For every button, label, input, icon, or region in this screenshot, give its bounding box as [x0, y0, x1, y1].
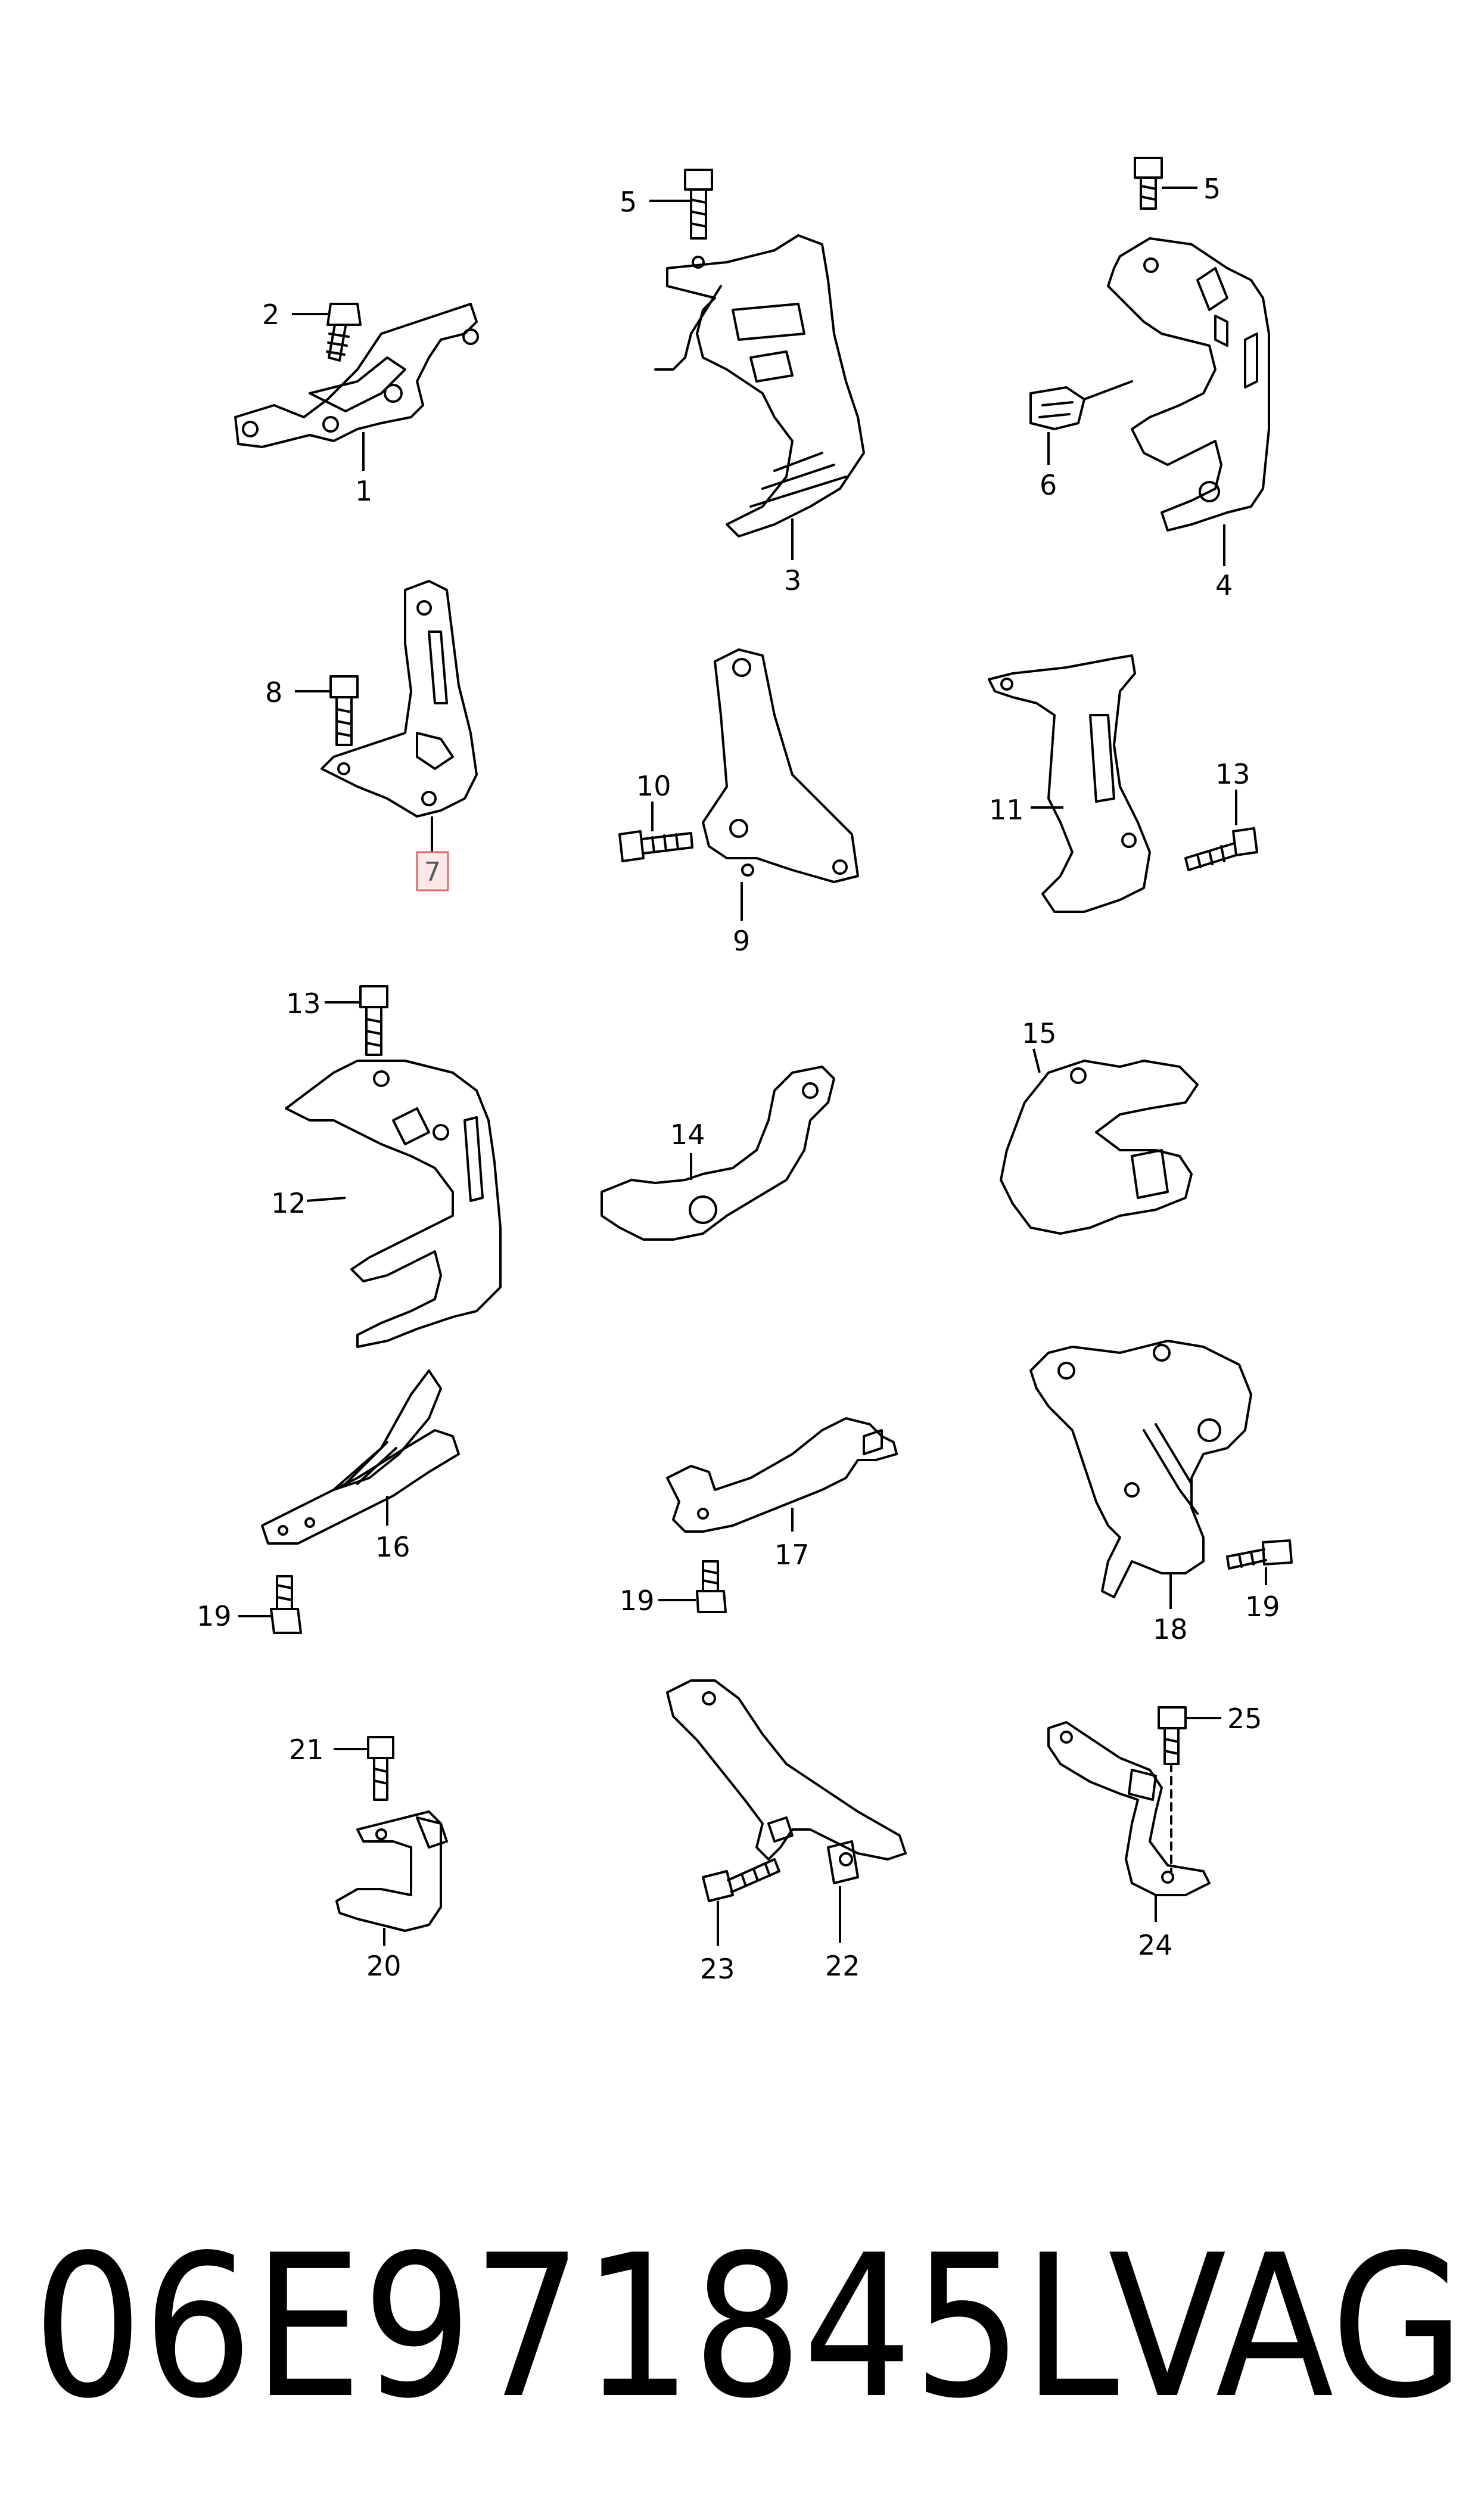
callout-11: 11 — [989, 794, 1024, 826]
part-9-bracket — [702, 648, 859, 883]
part-19-bolt-c — [1226, 1539, 1293, 1570]
part-6-clip — [1029, 380, 1133, 430]
part-14-bracket — [601, 1066, 835, 1241]
part-19-bolt-a — [270, 1575, 302, 1634]
callout-7: 7 — [424, 857, 441, 887]
part-21-bolt — [367, 1736, 394, 1801]
part-12-bracket — [285, 1060, 502, 1348]
part-3-bracket — [654, 234, 865, 538]
callout-2: 2 — [262, 299, 279, 331]
part-5-bolt-b — [1134, 157, 1163, 210]
callout-17: 17 — [774, 1539, 810, 1571]
part-10-bolt — [618, 830, 693, 862]
part-22-bracket — [666, 1679, 907, 1884]
callout-20: 20 — [366, 1950, 402, 1982]
callout-9: 9 — [733, 925, 750, 957]
part-17-bracket — [666, 1417, 898, 1533]
callout-14: 14 — [670, 1119, 705, 1151]
leader-12 — [306, 1197, 346, 1202]
part-24-bracket — [1047, 1721, 1211, 1896]
callout-12: 12 — [271, 1187, 306, 1219]
part-8-bolt — [329, 675, 359, 775]
part-11-bracket — [988, 654, 1151, 913]
callout-4: 4 — [1215, 569, 1233, 601]
part-4-bracket — [1107, 237, 1270, 532]
part-23-bolt — [702, 1858, 780, 1902]
part-20-bracket — [335, 1810, 448, 1932]
part-19-bolt-b — [696, 1560, 727, 1613]
part-13-bolt-a — [1184, 827, 1258, 871]
part-25-bolt — [1158, 1706, 1187, 1872]
callout-16: 16 — [375, 1531, 410, 1563]
callout-13b: 13 — [286, 987, 321, 1020]
callout-19c: 19 — [1245, 1591, 1280, 1623]
callout-21: 21 — [289, 1734, 324, 1766]
callout-25: 25 — [1227, 1703, 1262, 1735]
callout-22: 22 — [825, 1950, 860, 1982]
part-16-bracket — [261, 1369, 460, 1545]
part-7-bracket — [321, 580, 478, 818]
brand-name: VAG — [1108, 2213, 1465, 2442]
part-18-bracket — [1029, 1340, 1252, 1598]
exploded-parts-diagram: 1 2 3 5 4 5 — [197, 157, 1293, 1985]
callout-10: 10 — [636, 770, 671, 802]
part-13-bolt-b — [359, 985, 388, 1056]
callout-5a: 5 — [620, 186, 637, 218]
leader-15 — [1032, 1048, 1041, 1073]
callout-7-highlight — [416, 851, 449, 892]
callout-15: 15 — [1022, 1017, 1057, 1049]
part-15-bracket — [1000, 1060, 1199, 1235]
callout-23: 23 — [700, 1953, 735, 1985]
part-2-bolt — [326, 303, 362, 362]
callout-3: 3 — [784, 564, 801, 597]
callout-13a: 13 — [1215, 758, 1250, 790]
part-5-bolt-a — [684, 169, 713, 269]
callout-18: 18 — [1153, 1613, 1188, 1645]
callout-6: 6 — [1040, 469, 1057, 501]
part-number: 06E971845L — [33, 2213, 1119, 2442]
callout-8: 8 — [265, 676, 282, 709]
callout-19a: 19 — [197, 1600, 232, 1632]
callout-5b: 5 — [1203, 173, 1221, 205]
part-1-bracket — [234, 303, 479, 448]
callout-1: 1 — [355, 475, 372, 507]
callout-19b: 19 — [620, 1585, 655, 1617]
callout-24: 24 — [1138, 1929, 1173, 1961]
